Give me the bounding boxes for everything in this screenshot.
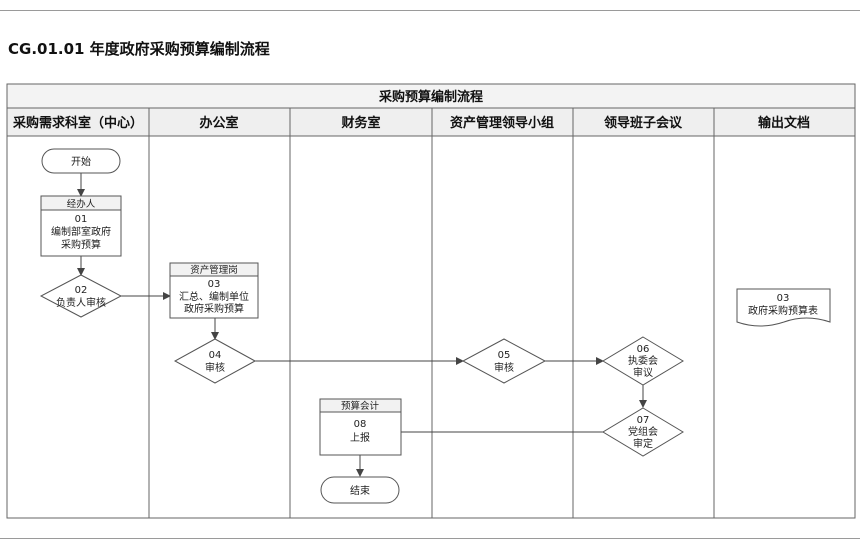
document-title: CG.01.01 年度政府采购预算编制流程 xyxy=(8,40,270,58)
chart-title-band xyxy=(6,83,856,109)
end-node: 结束 xyxy=(320,476,400,504)
node-08-text: 上报 xyxy=(350,431,370,444)
lane-header-output-docs: 输出文档 xyxy=(758,115,810,131)
process-node-03: 资产管理岗 03 汇总、编制单位 政府采购预算 xyxy=(169,262,259,319)
node-06-text-line1: 执委会 xyxy=(628,354,658,367)
node-06-number: 06 xyxy=(637,344,650,355)
node-03-number: 03 xyxy=(208,279,221,290)
node-04-number: 04 xyxy=(209,350,222,361)
node-02-text: 负责人审核 xyxy=(56,296,106,309)
node-07-text-line2: 审定 xyxy=(633,437,653,450)
top-rule xyxy=(0,10,860,11)
lane-header-finance: 财务室 xyxy=(341,115,380,131)
decision-node-07: 07 党组会 审定 xyxy=(602,407,684,457)
start-node-label: 开始 xyxy=(71,155,91,168)
lane-header-demand-dept: 采购需求科室（中心） xyxy=(12,115,143,131)
end-node-label: 结束 xyxy=(350,484,370,497)
node-05-number: 05 xyxy=(498,350,511,361)
node-04-text: 审核 xyxy=(205,361,225,374)
decision-node-06: 06 执委会 审议 xyxy=(602,336,684,386)
lane-header-office: 办公室 xyxy=(199,115,238,131)
chart-frame xyxy=(6,83,856,519)
process-node-08: 预算会计 08 上报 xyxy=(319,398,402,456)
bottom-rule xyxy=(0,538,860,539)
node-05-text: 审核 xyxy=(494,361,514,374)
node-02-number: 02 xyxy=(75,285,88,296)
node-06-text-line2: 审议 xyxy=(633,366,653,379)
node-03-text-line2: 政府采购预算 xyxy=(184,302,244,315)
process-node-01: 经办人 01 编制部室政府 采购预算 xyxy=(40,195,122,257)
node-03-role: 资产管理岗 xyxy=(190,264,238,276)
decision-node-02: 02 负责人审核 xyxy=(39,274,123,318)
decision-node-04: 04 审核 xyxy=(173,338,257,384)
chart-title: 采购预算编制流程 xyxy=(378,89,483,105)
node-08-number: 08 xyxy=(354,419,367,430)
lane-header-asset-group: 资产管理领导小组 xyxy=(450,115,554,131)
node-03-text-line1: 汇总、编制单位 xyxy=(179,290,249,303)
doc-03-number: 03 xyxy=(777,293,790,304)
node-07-number: 07 xyxy=(637,415,650,426)
start-node: 开始 xyxy=(41,148,121,174)
node-07-text-line1: 党组会 xyxy=(628,425,658,438)
doc-03-text: 政府采购预算表 xyxy=(748,304,818,317)
node-01-role: 经办人 xyxy=(67,198,96,210)
node-01-text-line2: 采购预算 xyxy=(61,238,101,251)
node-08-role: 预算会计 xyxy=(341,400,380,412)
document-node-03: 03 政府采购预算表 xyxy=(736,288,831,327)
decision-node-05: 05 审核 xyxy=(461,338,547,384)
lane-header-leadership: 领导班子会议 xyxy=(604,115,683,131)
node-01-number: 01 xyxy=(75,214,88,225)
node-01-text-line1: 编制部室政府 xyxy=(51,225,111,238)
